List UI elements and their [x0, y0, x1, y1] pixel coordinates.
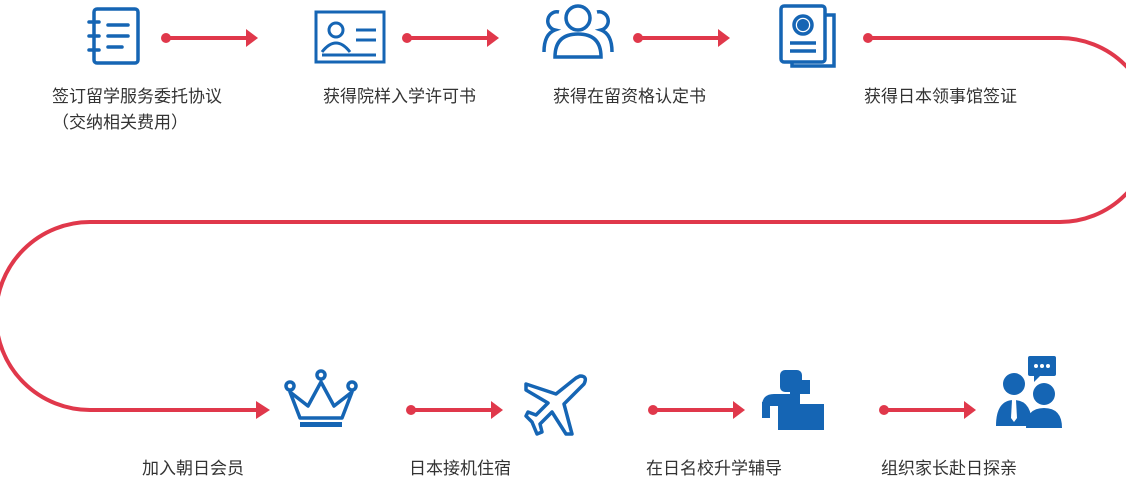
serpentine-path [0, 36, 1126, 412]
arrow-step2-to-step3 [402, 29, 499, 47]
step-3-label: 获得在留资格认定书 [553, 87, 706, 107]
step-8-label: 组织家长赴日探亲 [881, 459, 1017, 479]
step-5-label: 加入朝日会员 [142, 459, 244, 479]
notebook-icon [87, 7, 140, 65]
step-4-label: 获得日本领事馆签证 [864, 87, 1017, 107]
arrow-step7-to-step8 [879, 401, 976, 419]
teacher-icon [762, 370, 824, 430]
arrow-step5-to-step6 [406, 401, 503, 419]
passport-icon [779, 4, 836, 68]
step-1-sublabel: （交纳相关费用） [52, 113, 188, 133]
step-6-label: 日本接机住宿 [409, 459, 511, 479]
group-icon [542, 4, 614, 59]
id-card-icon [314, 10, 386, 64]
serpentine-start-dot [863, 33, 873, 43]
airplane-icon [524, 374, 588, 436]
step-2-label: 获得院样入学许可书 [323, 87, 476, 107]
step-1-label: 签订留学服务委托协议 （交纳相关费用） [52, 84, 222, 136]
crown-icon [284, 369, 358, 427]
arrow-step3-to-step4 [633, 29, 730, 47]
serpentine-arrowhead [256, 401, 270, 419]
step-7-label: 在日名校升学辅导 [646, 459, 782, 479]
arrow-step1-to-step2 [161, 29, 258, 47]
parents-chat-icon [996, 356, 1062, 428]
arrow-step6-to-step7 [648, 401, 745, 419]
